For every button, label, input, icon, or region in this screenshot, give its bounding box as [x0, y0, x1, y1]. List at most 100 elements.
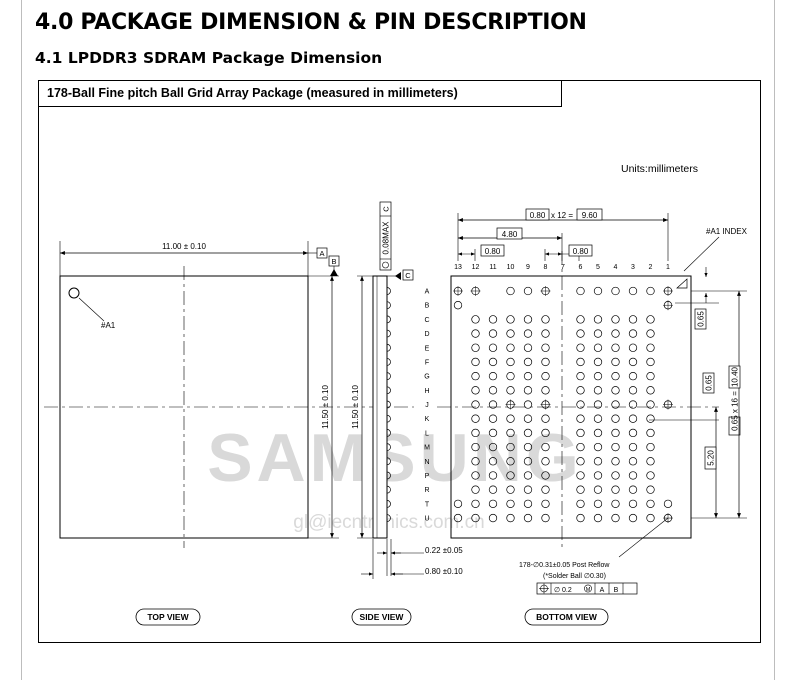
- solder-ball: [506, 371, 515, 381]
- fcf-m: M: [586, 587, 591, 593]
- bottom-span-x: 9.60: [582, 211, 598, 220]
- solder-ball: [611, 513, 620, 523]
- solder-ball: [506, 286, 515, 296]
- bottom-pitch-y-b: 0.65: [705, 375, 714, 391]
- solder-ball: [471, 414, 480, 423]
- solder-ball: [593, 357, 603, 367]
- solder-ball: [593, 499, 603, 509]
- solder-ball: [593, 371, 603, 381]
- column-label: 7: [561, 264, 565, 271]
- subsection-heading: 4.1 LPDDR3 SDRAM Package Dimension: [35, 49, 383, 67]
- solder-ball: [576, 414, 585, 423]
- solder-ball: [541, 471, 550, 480]
- units-note: Units:millimeters: [621, 163, 698, 175]
- bottom-pitch-y-a: 0.65: [697, 311, 706, 327]
- solder-ball: [646, 371, 655, 381]
- solder-ball: [523, 428, 533, 438]
- side-solder-ball: [386, 287, 391, 295]
- column-label: 6: [579, 264, 583, 271]
- column-label: 8: [544, 264, 548, 271]
- ball-note: 178-∅0.31±0.05 Post Reflow: [519, 562, 610, 569]
- solder-ball: [576, 428, 585, 438]
- solder-ball: [488, 442, 498, 452]
- solder-ball: [506, 485, 515, 494]
- package-figure: 178-Ball Fine pitch Ball Grid Array Pack…: [38, 80, 761, 643]
- solder-ball: [576, 329, 585, 338]
- solder-ball: [471, 329, 480, 338]
- row-label: P: [425, 473, 430, 480]
- solder-ball: [506, 471, 515, 480]
- solder-ball: [506, 414, 515, 423]
- solder-ball: [541, 428, 550, 438]
- top-view: #A1 11.00 ± 0.10 A B 11.50 ± 0.10 TOP VI…: [44, 241, 414, 626]
- column-label: 13: [454, 264, 462, 271]
- solder-ball: [646, 428, 655, 438]
- side-height-dim: 11.50 ± 0.10: [351, 385, 360, 429]
- row-label: B: [425, 303, 430, 310]
- top-height-dim: 11.50 ± 0.10: [321, 385, 330, 429]
- solder-ball: [453, 499, 463, 509]
- solder-ball: [646, 286, 655, 296]
- column-label: 4: [614, 264, 618, 271]
- solder-ball: [523, 329, 533, 338]
- solder-ball: [488, 329, 498, 338]
- solder-ball: [523, 414, 533, 423]
- solder-ball: [611, 414, 620, 423]
- solder-ball: [576, 315, 585, 324]
- side-solder-ball: [386, 500, 391, 508]
- solder-ball: [488, 343, 498, 352]
- solder-ball: [488, 471, 498, 480]
- column-label: 3: [631, 264, 635, 271]
- solder-ball: [628, 386, 638, 395]
- solder-ball: [646, 457, 655, 466]
- solder-ball: [628, 286, 638, 296]
- row-label: K: [425, 416, 430, 423]
- side-solder-ball: [386, 329, 391, 338]
- solder-ball: [646, 471, 655, 480]
- bottom-pitch-x-times: x 12 =: [551, 211, 573, 220]
- solder-ball: [541, 343, 550, 352]
- side-solder-ball: [386, 443, 391, 451]
- solder-ball: [541, 371, 550, 381]
- side-solder-ball: [386, 386, 391, 395]
- row-label: D: [424, 331, 429, 338]
- solder-ball: [506, 442, 515, 452]
- solder-ball: [576, 499, 585, 509]
- figure-title: 178-Ball Fine pitch Ball Grid Array Pack…: [39, 81, 562, 107]
- bottom-half-y: 5.20: [707, 450, 716, 466]
- solder-ball: [488, 371, 498, 381]
- solder-ball: [628, 414, 638, 423]
- solder-ball: [611, 457, 620, 466]
- solder-ball: [523, 457, 533, 466]
- solder-ball: [611, 343, 620, 352]
- solder-ball: [506, 329, 515, 338]
- solder-ball: [471, 315, 480, 324]
- solder-ball: [646, 400, 655, 409]
- side-datum-c-top: C: [382, 206, 391, 212]
- solder-ball: [593, 457, 603, 466]
- side-solder-ball: [386, 400, 391, 409]
- solder-ball: [488, 428, 498, 438]
- column-label: 5: [596, 264, 600, 271]
- row-label: C: [424, 317, 429, 324]
- bottom-inner-dim: 4.80: [502, 230, 518, 239]
- solder-ball: [611, 286, 620, 296]
- solder-ball: [611, 428, 620, 438]
- solder-ball: [523, 286, 533, 296]
- solder-ball: [611, 485, 620, 494]
- fcf-a: A: [600, 587, 605, 594]
- solder-ball: [523, 442, 533, 452]
- watermark-logo: SAMSUNG: [207, 420, 583, 496]
- solder-ball: [628, 428, 638, 438]
- side-solder-ball: [386, 315, 391, 324]
- solder-ball: [593, 485, 603, 494]
- row-label: U: [424, 516, 429, 523]
- top-view-label: TOP VIEW: [147, 612, 189, 622]
- solder-ball: [488, 400, 498, 409]
- solder-ball: [611, 329, 620, 338]
- solder-ball: [506, 428, 515, 438]
- row-label: J: [425, 402, 429, 409]
- row-label: M: [424, 445, 430, 452]
- side-solder-ball: [386, 372, 391, 380]
- solder-ball: [611, 442, 620, 452]
